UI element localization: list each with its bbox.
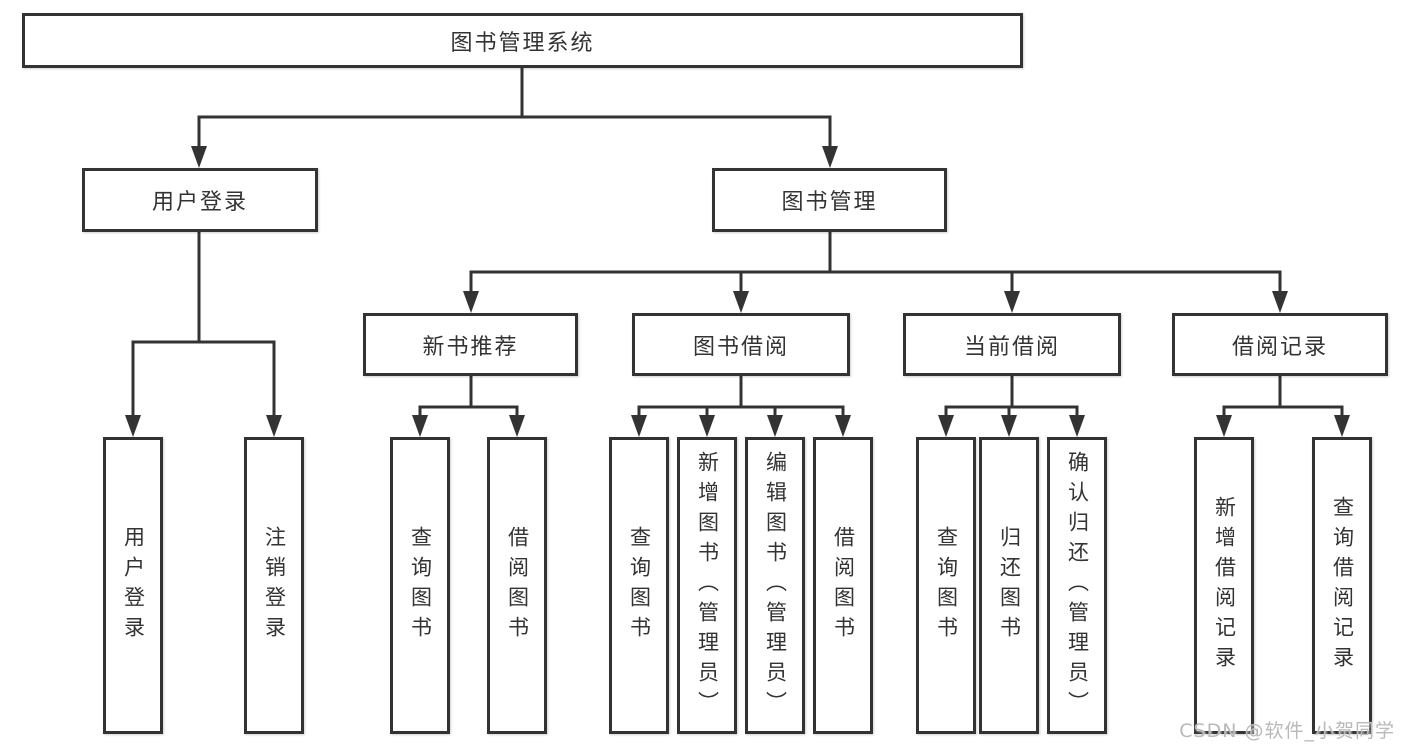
node-new-book-recommend-label: 新书推荐 xyxy=(422,334,519,360)
leaf-logout: 注销登录 xyxy=(244,437,304,734)
arrowhead-down-icon xyxy=(266,415,282,437)
arrowhead-down-icon xyxy=(835,415,851,437)
node-user-login: 用户登录 xyxy=(82,168,318,232)
leaf-user-login: 用户登录 xyxy=(103,437,163,734)
leaf-user-login-label: 用户登录 xyxy=(121,525,146,646)
node-borrow-records-label: 借阅记录 xyxy=(1231,334,1328,360)
connector-login-children xyxy=(125,232,282,437)
connector-root-to-level2 xyxy=(191,68,838,168)
arrowhead-down-icon xyxy=(125,415,141,437)
leaf-borrow-query-books-label: 查询图书 xyxy=(627,525,652,646)
arrowhead-down-icon xyxy=(767,415,783,437)
node-current-borrow: 当前借阅 xyxy=(903,313,1121,376)
leaf-newbook-borrow-books-label: 借阅图书 xyxy=(505,525,530,646)
node-book-borrow-label: 图书借阅 xyxy=(692,334,789,360)
arrowhead-down-icon xyxy=(1334,415,1350,437)
leaf-records-query-record: 查询借阅记录 xyxy=(1312,437,1372,734)
leaf-borrow-query-books: 查询图书 xyxy=(609,437,669,734)
connector-management-to-level3 xyxy=(463,232,1288,313)
arrowhead-down-icon xyxy=(733,291,749,313)
leaf-current-confirm-return-admin: 确认归还（管理员） xyxy=(1047,437,1107,734)
leaf-current-confirm-return-admin-label: 确认归还（管理员） xyxy=(1065,450,1090,721)
arrowhead-down-icon xyxy=(509,415,525,437)
node-user-login-label: 用户登录 xyxy=(151,190,248,215)
arrowhead-down-icon xyxy=(1001,415,1017,437)
leaf-borrow-add-books-admin-label: 新增图书（管理员） xyxy=(695,450,720,721)
leaf-borrow-add-books-admin: 新增图书（管理员） xyxy=(677,437,737,734)
node-root: 图书管理系统 xyxy=(22,13,1023,68)
connector-records-children xyxy=(1216,376,1350,437)
arrowhead-down-icon xyxy=(412,415,428,437)
arrowhead-down-icon xyxy=(191,146,207,168)
connector-current-children xyxy=(938,376,1085,437)
leaf-newbook-query-books: 查询图书 xyxy=(390,437,450,734)
arrowhead-down-icon xyxy=(1216,415,1232,437)
leaf-newbook-query-books-label: 查询图书 xyxy=(408,525,433,646)
node-current-borrow-label: 当前借阅 xyxy=(963,334,1060,360)
leaf-records-add-record-label: 新增借阅记录 xyxy=(1212,495,1237,676)
leaf-current-return-books: 归还图书 xyxy=(979,437,1039,734)
leaf-current-query-books-label: 查询图书 xyxy=(934,525,959,646)
node-borrow-records: 借阅记录 xyxy=(1172,313,1388,376)
node-book-management: 图书管理 xyxy=(712,168,947,232)
leaf-newbook-borrow-books: 借阅图书 xyxy=(487,437,547,734)
arrowhead-down-icon xyxy=(938,415,954,437)
leaf-records-add-record: 新增借阅记录 xyxy=(1194,437,1254,734)
leaf-borrow-edit-books-admin: 编辑图书（管理员） xyxy=(745,437,805,734)
leaf-records-query-record-label: 查询借阅记录 xyxy=(1330,495,1355,676)
watermark: CSDN @软件_小贺同学 xyxy=(1179,720,1395,742)
leaf-borrow-borrow-books-label: 借阅图书 xyxy=(831,525,856,646)
arrowhead-down-icon xyxy=(699,415,715,437)
arrowhead-down-icon xyxy=(631,415,647,437)
connector-borrow-children xyxy=(631,376,851,437)
node-book-borrow: 图书借阅 xyxy=(632,313,850,376)
node-root-label: 图书管理系统 xyxy=(450,30,595,56)
leaf-logout-label: 注销登录 xyxy=(262,525,287,646)
leaf-borrow-borrow-books: 借阅图书 xyxy=(813,437,873,734)
arrowhead-down-icon xyxy=(1272,291,1288,313)
leaf-current-query-books: 查询图书 xyxy=(916,437,976,734)
node-new-book-recommend: 新书推荐 xyxy=(363,313,578,376)
leaf-current-return-books-label: 归还图书 xyxy=(997,525,1022,646)
arrowhead-down-icon xyxy=(1004,291,1020,313)
arrowhead-down-icon xyxy=(1069,415,1085,437)
leaf-borrow-edit-books-admin-label: 编辑图书（管理员） xyxy=(763,450,788,721)
connector-newbook-children xyxy=(412,376,525,437)
node-book-management-label: 图书管理 xyxy=(781,190,878,215)
arrowhead-down-icon xyxy=(463,291,479,313)
arrowhead-down-icon xyxy=(822,146,838,168)
